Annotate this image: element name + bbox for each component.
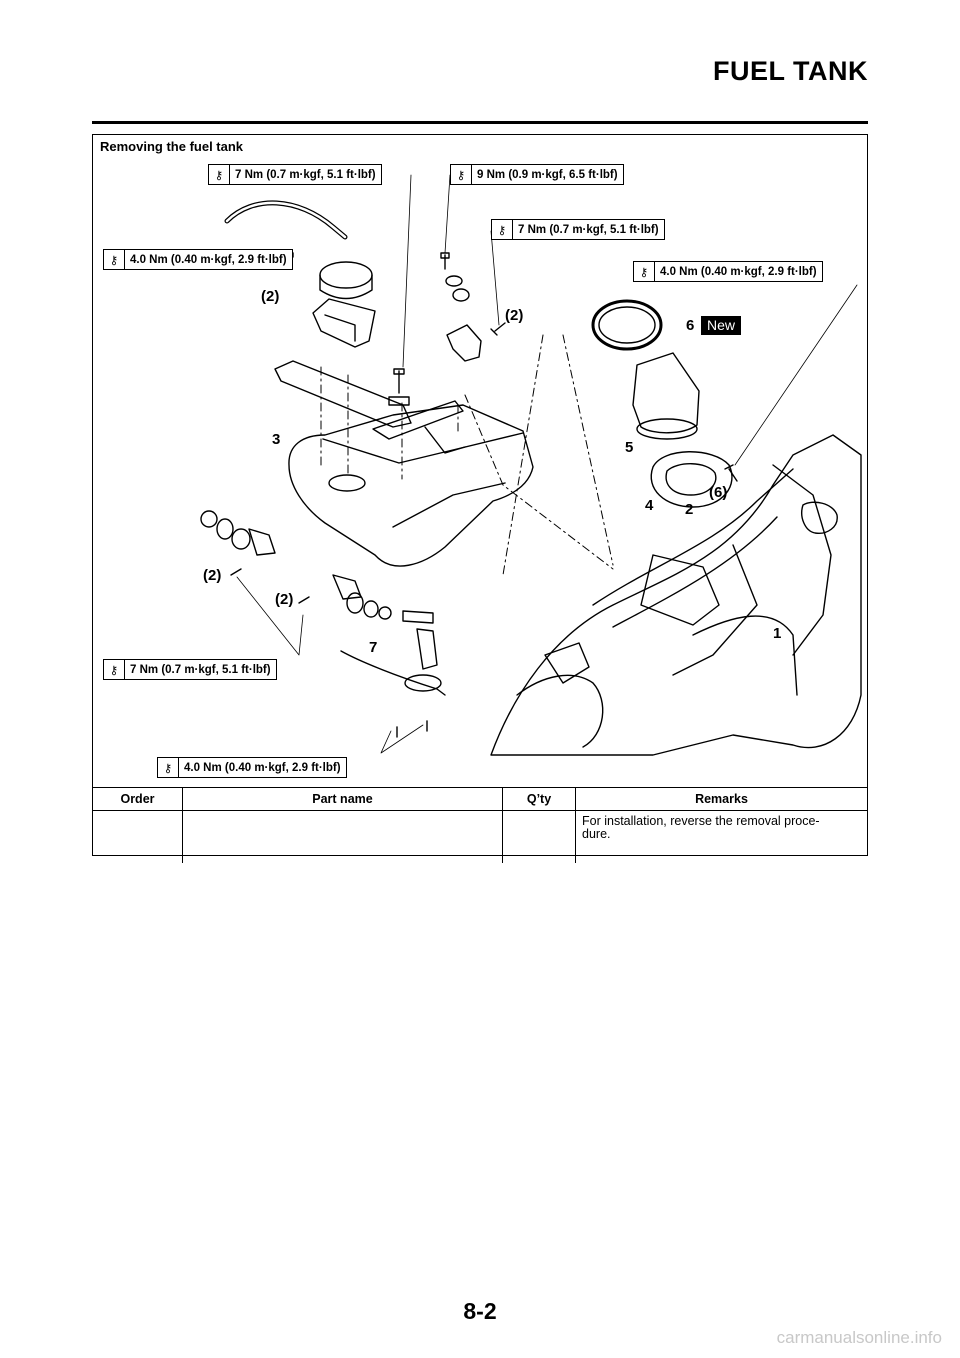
torque-spec: ⚷ 4.0 Nm (0.40 m·kgf, 2.9 ft·lbf) [157,757,347,778]
tank-pad [312,298,376,348]
table-cell [502,810,576,863]
torque-wrench-icon: ⚷ [451,165,472,184]
callout-label: 4 [645,497,654,514]
bolt [393,368,405,394]
callout-label: 2 [685,501,694,518]
column-header: Part name [182,787,503,811]
torque-spec: ⚷ 9 Nm (0.9 m·kgf, 6.5 ft·lbf) [450,164,624,185]
torque-spec: ⚷ 7 Nm (0.7 m·kgf, 5.1 ft·lbf) [103,659,277,680]
bolt [490,322,506,336]
bolt [396,720,428,738]
tank-bracket [446,324,482,362]
torque-wrench-icon: ⚷ [104,250,125,269]
torque-wrench-icon: ⚷ [158,758,179,777]
torque-spec: ⚷ 4.0 Nm (0.40 m·kgf, 2.9 ft·lbf) [103,249,293,270]
table-cell [93,811,183,864]
pump-retainer [650,451,733,508]
callout-label: 6 [686,317,695,334]
torque-spec: ⚷ 4.0 Nm (0.40 m·kgf, 2.9 ft·lbf) [633,261,823,282]
fuel-cap [319,261,373,289]
pump-gasket [591,299,663,351]
fuel-tank [288,404,534,567]
torque-wrench-icon: ⚷ [104,660,125,679]
fuel-pump [632,352,700,434]
table-row: For installation, reverse the removal pr… [93,810,867,864]
callout-label: (6) [709,484,728,501]
callout-label: (2) [261,288,280,305]
bolt [298,596,310,604]
bolt [724,464,738,482]
fuel-filler-neck [328,474,366,492]
torque-wrench-icon: ⚷ [492,220,513,239]
callout-label: 1 [773,625,782,642]
title-rule [92,121,868,124]
torque-spec: ⚷ 7 Nm (0.7 m·kgf, 5.1 ft·lbf) [208,164,382,185]
parts-table: Order Part name Q’ty Remarks For install… [93,787,867,863]
fitting [200,510,218,528]
torque-spec: ⚷ 7 Nm (0.7 m·kgf, 5.1 ft·lbf) [491,219,665,240]
section-heading: Removing the fuel tank [100,139,244,154]
callout-label: (2) [505,307,524,324]
motorcycle-frame [490,434,862,756]
table-cell: For installation, reverse the removal pr… [575,810,867,863]
bolt [230,568,242,576]
watermark: carmanualsonline.info [776,1328,942,1347]
bolt [440,252,450,270]
callout-label: (2) [275,591,294,608]
column-header: Order [93,787,183,811]
callout-label: 5 [625,439,634,456]
torque-wrench-icon: ⚷ [209,165,230,184]
table-cell [182,810,503,863]
callout-label: 3 [272,431,281,448]
procedure-frame: Removing the fuel tank [92,134,868,863]
column-header: Remarks [575,787,867,811]
new-badge: New [701,316,742,335]
fuel-sender [402,610,434,624]
page-title: FUEL TANK [713,56,868,86]
torque-wrench-icon: ⚷ [634,262,655,281]
exploded-view-diagram [200,174,862,756]
page-number: 8-2 [463,1298,497,1324]
callout-label: 7 [369,639,378,656]
column-header: Q’ty [502,787,576,811]
callout-label: (2) [203,567,222,584]
tank-bracket-bar [274,360,412,428]
